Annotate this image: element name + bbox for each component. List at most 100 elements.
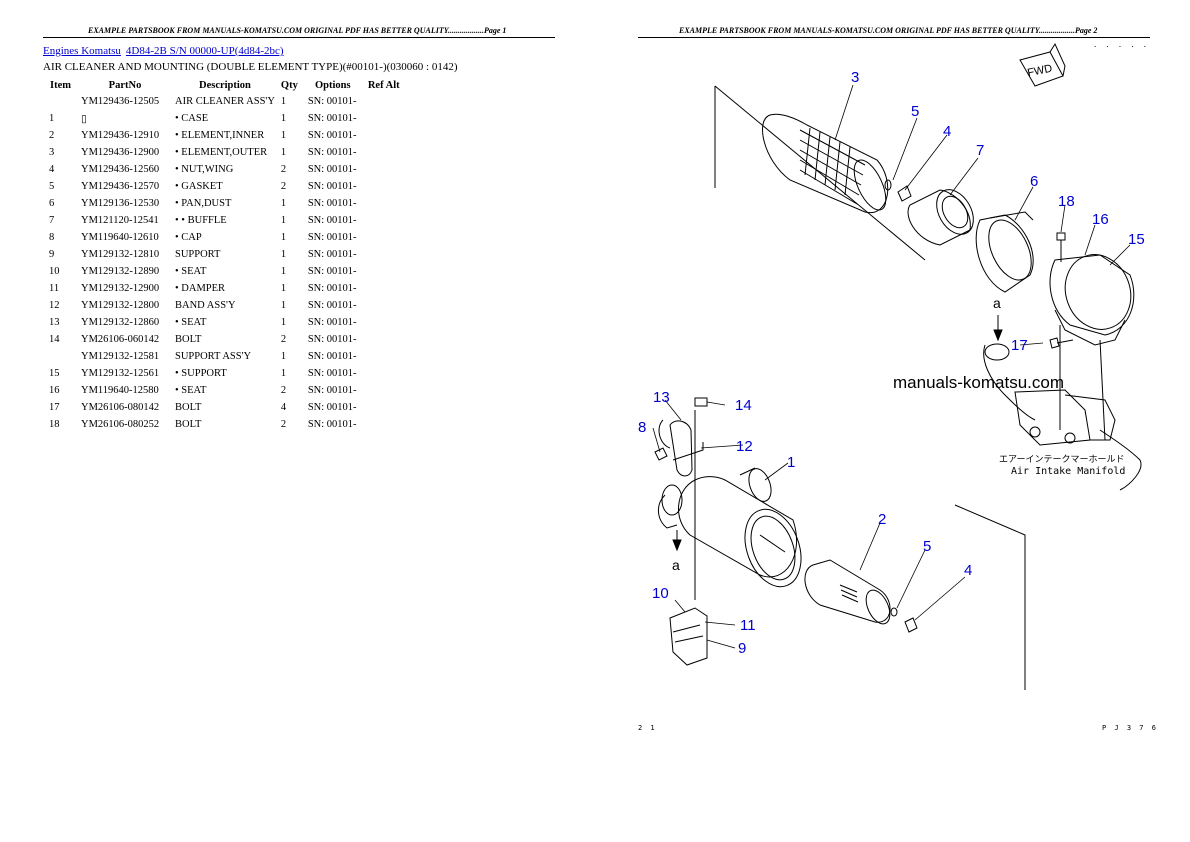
quantity: 2 bbox=[280, 419, 287, 430]
quantity: 1 bbox=[280, 300, 287, 311]
part-description: • PAN,DUST bbox=[175, 198, 232, 209]
part-number: YM129436-12900 bbox=[81, 147, 160, 158]
header-rule bbox=[638, 37, 1150, 38]
leader-lines bbox=[652, 84, 1131, 649]
quantity: 2 bbox=[280, 385, 287, 396]
part-description: • CASE bbox=[175, 113, 209, 124]
options: SN: 00101- bbox=[307, 351, 357, 362]
options: SN: 00101- bbox=[307, 96, 357, 107]
quantity: 1 bbox=[280, 266, 287, 277]
ref-alt bbox=[365, 127, 403, 144]
item-number: 15 bbox=[49, 368, 60, 379]
quantity: 1 bbox=[280, 249, 287, 260]
item-number: 12 bbox=[49, 300, 60, 311]
options: SN: 00101- bbox=[307, 130, 357, 141]
fwd-label: FWD bbox=[1026, 63, 1053, 80]
options: SN: 00101- bbox=[307, 232, 357, 243]
item-number: 5 bbox=[49, 181, 55, 192]
gasket-lower bbox=[890, 607, 898, 617]
item-number: 7 bbox=[49, 215, 55, 226]
item-number: 10 bbox=[49, 266, 60, 277]
part-number: YM129132-12890 bbox=[81, 266, 160, 277]
ref-alt bbox=[365, 416, 403, 433]
breadcrumb-link-model[interactable]: 4D84-2B S/N 00000-UP(4d84-2bc) bbox=[125, 45, 284, 57]
part-number: YM129136-12530 bbox=[81, 198, 160, 209]
ref-alt bbox=[365, 144, 403, 161]
part-number: YM129132-12860 bbox=[81, 317, 160, 328]
options: SN: 00101- bbox=[307, 419, 357, 430]
part-number: YM121120-12541 bbox=[81, 215, 159, 226]
callout-5-lower: 5 bbox=[923, 538, 931, 555]
part-description: • DAMPER bbox=[175, 283, 226, 294]
part-description: • • BUFFLE bbox=[175, 215, 227, 226]
part-number: YM119640-12610 bbox=[81, 232, 159, 243]
page-header: EXAMPLE PARTSBOOK FROM MANUALS-KOMATSU.C… bbox=[679, 26, 1098, 35]
ref-alt bbox=[365, 246, 403, 263]
ref-alt bbox=[365, 229, 403, 246]
quantity: 1 bbox=[280, 215, 287, 226]
quantity: 1 bbox=[280, 317, 287, 328]
ref-alt bbox=[365, 93, 403, 110]
inner-element-7 bbox=[907, 189, 974, 246]
part-description: • ELEMENT,INNER bbox=[175, 130, 265, 141]
item-number: 11 bbox=[49, 283, 60, 294]
callout-14: 14 bbox=[735, 397, 752, 414]
quantity: 1 bbox=[280, 130, 287, 141]
plane-line bbox=[954, 504, 1026, 690]
breadcrumb-link-engines[interactable]: Engines Komatsu bbox=[43, 45, 121, 57]
corner-mark-top: . . . . . bbox=[1093, 41, 1149, 49]
item-number: 4 bbox=[49, 164, 55, 175]
callout-15: 15 bbox=[1128, 231, 1145, 248]
callout-9: 9 bbox=[738, 640, 746, 657]
part-description: • CAP bbox=[175, 232, 202, 243]
corner-mark-bottom-left: 2 1 bbox=[638, 724, 657, 732]
item-number bbox=[43, 348, 78, 365]
part-description: • SEAT bbox=[175, 385, 207, 396]
options: SN: 00101- bbox=[307, 113, 357, 124]
bolt-18 bbox=[1056, 232, 1066, 262]
callout-18: 18 bbox=[1058, 193, 1075, 210]
callout-3: 3 bbox=[851, 69, 859, 86]
quantity: 1 bbox=[280, 283, 287, 294]
options: SN: 00101- bbox=[307, 368, 357, 379]
ref-alt bbox=[365, 263, 403, 280]
part-number: YM26106-080252 bbox=[81, 419, 160, 430]
dust-pan-6 bbox=[975, 211, 1034, 293]
part-description: SUPPORT ASS'Y bbox=[175, 351, 252, 362]
options: SN: 00101- bbox=[307, 266, 357, 277]
part-description: • GASKET bbox=[175, 181, 223, 192]
options: SN: 00101- bbox=[307, 317, 357, 328]
quantity: 1 bbox=[280, 368, 287, 379]
part-number: ▯ bbox=[81, 113, 87, 125]
part-number: YM129436-12570 bbox=[81, 181, 160, 192]
ref-alt bbox=[365, 348, 403, 365]
callout-12: 12 bbox=[736, 438, 753, 455]
watermark: manuals-komatsu.com bbox=[893, 373, 1064, 392]
ref-alt bbox=[365, 161, 403, 178]
callout-numbers: 3 5 4 7 6 18 16 15 17 13 14 8 12 1 2 5 4… bbox=[638, 69, 1145, 657]
options: SN: 00101- bbox=[307, 283, 357, 294]
callout-13: 13 bbox=[653, 389, 670, 406]
part-number: YM129436-12560 bbox=[81, 164, 160, 175]
exploded-parts-diagram: FWD bbox=[638, 42, 1145, 690]
quantity: 1 bbox=[280, 147, 287, 158]
air-cleaner-case-1 bbox=[658, 467, 802, 588]
callout-5: 5 bbox=[911, 103, 919, 120]
callout-16: 16 bbox=[1092, 211, 1109, 228]
quantity: 1 bbox=[280, 113, 287, 124]
part-number: YM129436-12505 bbox=[81, 96, 160, 107]
part-number: YM129132-12581 bbox=[81, 351, 160, 362]
column-header: PartNo bbox=[108, 79, 142, 91]
part-description: BOLT bbox=[175, 402, 202, 413]
part-number: YM129132-12800 bbox=[81, 300, 160, 311]
options: SN: 00101- bbox=[307, 300, 357, 311]
part-number: YM26106-080142 bbox=[81, 402, 160, 413]
column-header: Description bbox=[198, 79, 251, 91]
